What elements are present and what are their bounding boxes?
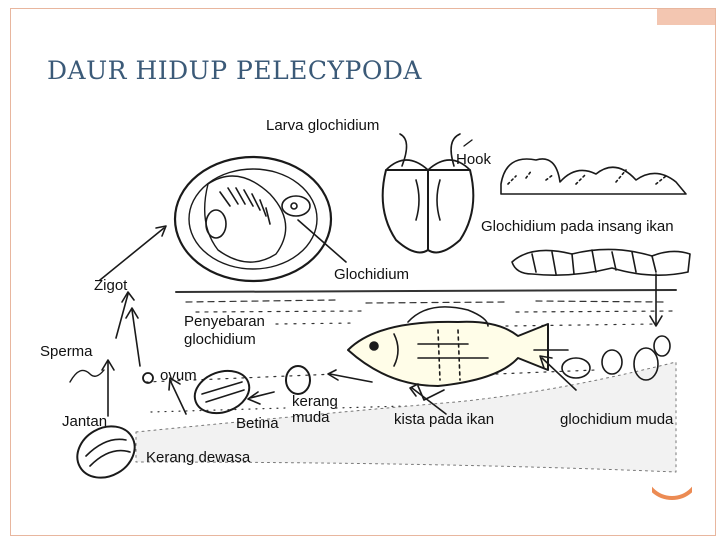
sperm [69,369,105,383]
fish-gill [500,158,687,195]
label-jantan: Jantan [62,413,108,430]
fish [347,306,549,401]
label-kerang: kerang [292,393,338,410]
ovum [142,372,154,384]
slide-frame [10,8,716,536]
label-muda: muda [292,409,330,426]
sediment [135,361,677,473]
label-zigot: Zigot [94,277,128,294]
life-cycle-diagram: Larva glochidium Hook Glochidium pada in… [36,112,692,492]
young-glochidia [561,335,671,381]
slide-title: DAUR HIDUP PELECYPODA [47,56,422,85]
adult-clam [76,425,136,479]
label-glochidium: Glochidium [334,266,410,283]
diagram-illustration [69,133,691,479]
label-hook: Hook [456,151,492,168]
label-larva-glochidium: Larva glochidium [266,117,380,134]
label-ovum: ovum [160,367,197,384]
label-glochidium-muda: glochidium muda [560,411,674,428]
gill-filament [511,248,691,276]
label-sperma: Sperma [40,343,93,360]
female-clam [193,369,251,415]
young-clam [285,365,311,395]
label-betina: Betina [236,415,279,432]
label-glochidium-insang: Glochidium pada insang ikan [481,218,674,235]
cycle-arrows [99,225,577,417]
larva-shell [173,155,333,283]
accent-tab [657,9,715,25]
glochidium-hooks [381,133,475,254]
label-penyebaran: Penyebaran [184,313,265,330]
label-kista: kista pada ikan [394,411,495,428]
pointer-glochidium [297,219,347,263]
label-penyebaran-2: glochidium [184,331,256,348]
label-kerang-dewasa: Kerang dewasa [146,449,251,466]
water-texture [145,289,677,413]
